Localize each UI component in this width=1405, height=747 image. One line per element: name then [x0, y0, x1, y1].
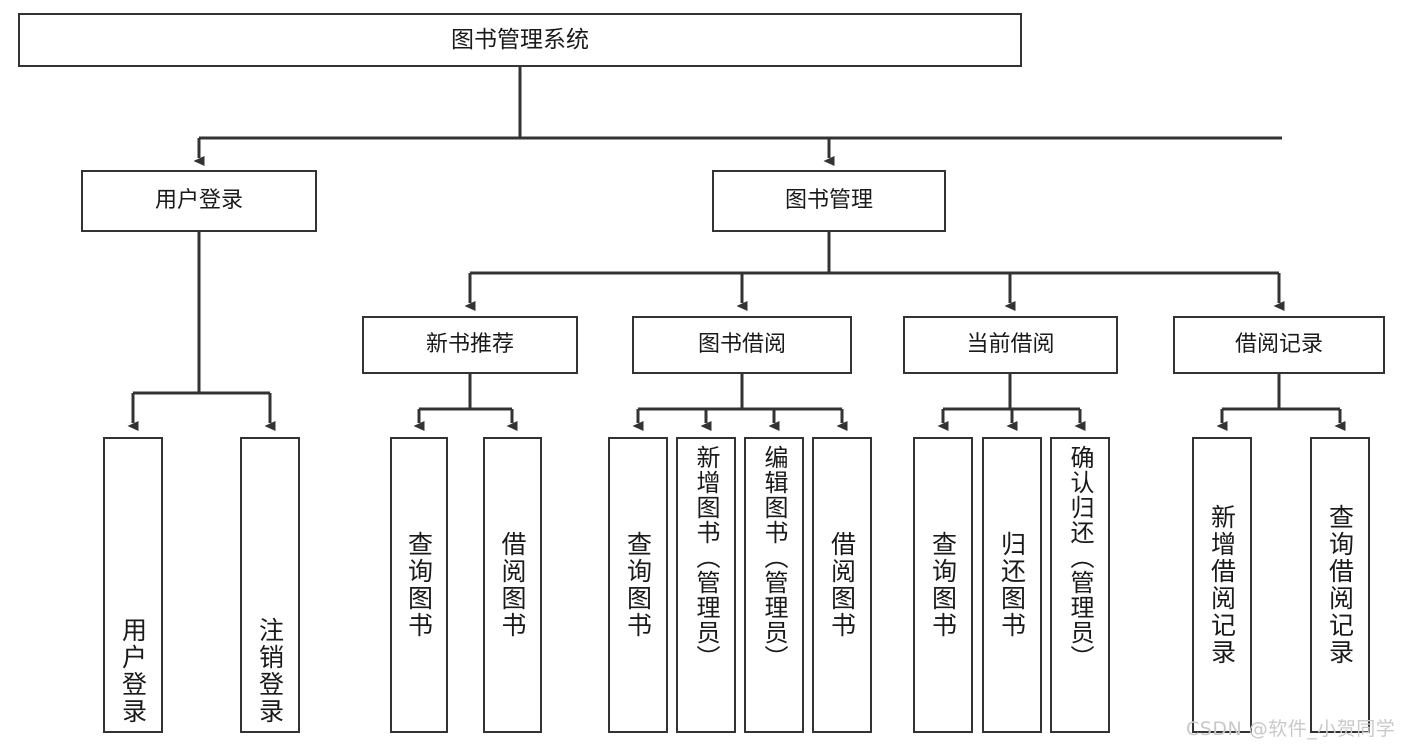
node-label: 借阅图书 — [827, 531, 857, 639]
node-label: 注销登录 — [255, 617, 285, 725]
node-leaf-logout-login[interactable]: 注销登录 — [240, 437, 300, 733]
node-label: 查询图书 — [928, 531, 958, 639]
node-label: 借阅图书 — [498, 531, 527, 639]
node-label: 查询借阅记录 — [1325, 504, 1355, 666]
node-label: 查询图书 — [404, 531, 434, 639]
node-current-borrow[interactable]: 当前借阅 — [903, 316, 1118, 374]
node-label: 借阅记录 — [1234, 332, 1323, 358]
node-leaf-return-book[interactable]: 归还图书 — [982, 437, 1042, 733]
node-label: 图书管理系统 — [451, 26, 589, 53]
node-book-borrow[interactable]: 图书借阅 — [632, 316, 852, 374]
node-label: 用户登录 — [118, 617, 148, 725]
node-label: 当前借阅 — [966, 332, 1055, 358]
node-leaf-query-record[interactable]: 查询借阅记录 — [1310, 437, 1370, 733]
node-user-login[interactable]: 用户登录 — [81, 170, 317, 232]
node-root-system[interactable]: 图书管理系统 — [18, 13, 1022, 67]
node-leaf-query-book-2[interactable]: 查询图书 — [608, 437, 668, 733]
node-new-book-recommend[interactable]: 新书推荐 — [362, 316, 578, 374]
node-label: 归还图书 — [997, 531, 1027, 639]
node-book-management[interactable]: 图书管理 — [712, 170, 946, 232]
node-label: 查询图书 — [623, 531, 653, 639]
node-leaf-add-book[interactable]: 新增图书（管理员） — [676, 437, 736, 733]
node-label: 图书借阅 — [697, 332, 786, 358]
node-leaf-borrow-book-1[interactable]: 借阅图书 — [483, 437, 542, 733]
node-leaf-borrow-book-2[interactable]: 借阅图书 — [812, 437, 872, 733]
csdn-watermark: CSDN @软件_小贺同学 — [1186, 718, 1396, 740]
node-label: 图书管理 — [784, 188, 873, 214]
node-label: 用户登录 — [154, 188, 243, 214]
node-label: 编辑图书（管理员） — [760, 445, 788, 670]
node-leaf-add-record[interactable]: 新增借阅记录 — [1192, 437, 1252, 733]
node-label: 新增借阅记录 — [1207, 504, 1237, 666]
node-leaf-user-login[interactable]: 用户登录 — [103, 437, 163, 733]
node-label: 新增图书（管理员） — [692, 445, 720, 670]
node-label: 确认归还（管理员） — [1066, 445, 1094, 670]
node-label: 新书推荐 — [425, 332, 514, 358]
node-leaf-edit-book[interactable]: 编辑图书（管理员） — [744, 437, 804, 733]
node-leaf-confirm-return[interactable]: 确认归还（管理员） — [1050, 437, 1110, 733]
node-leaf-query-book-1[interactable]: 查询图书 — [390, 437, 448, 733]
node-borrow-record[interactable]: 借阅记录 — [1173, 316, 1385, 374]
node-leaf-query-book-3[interactable]: 查询图书 — [913, 437, 973, 733]
